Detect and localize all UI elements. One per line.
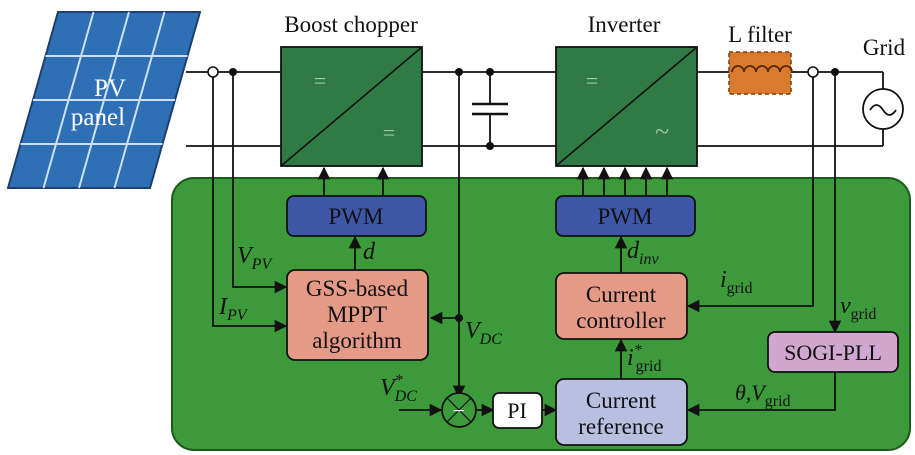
signal-wires [212, 72, 842, 417]
summing-junction: − [441, 392, 477, 428]
title-boost-chopper: Boost chopper [284, 12, 418, 37]
mppt-line2: MPPT [327, 302, 387, 327]
label-igrid: igrid [720, 267, 752, 297]
pv-panel: PV panel [6, 11, 202, 189]
label-dinv: dinv [627, 238, 659, 268]
boost-eq-bottom: = [383, 120, 395, 145]
label-vgrid: vgrid [840, 293, 876, 323]
pv-label-line1: PV [94, 75, 126, 102]
pi-block: PI [492, 392, 543, 429]
label-vdc-ref: V*DC [380, 372, 417, 405]
pwm-inverter-block: PWM [555, 195, 696, 237]
pv-label-line2: panel [71, 104, 125, 131]
mppt-line1: GSS-based [306, 276, 409, 301]
label-ipv: IPV [218, 294, 249, 324]
reference-line1: Current [586, 388, 657, 413]
title-inverter: Inverter [588, 12, 661, 37]
current-reference-block: Current reference [555, 378, 688, 446]
boost-chopper: = = [280, 46, 423, 167]
l-filter [728, 51, 793, 95]
controller-line1: Current [586, 282, 657, 307]
label-vdc: VDC [465, 318, 502, 348]
reference-line2: reference [578, 414, 664, 439]
nodes [207, 66, 839, 322]
inverter-dc-symbol: = [586, 68, 598, 93]
sogi-pll-label: SOGI-PLL [784, 340, 882, 365]
label-igrid-ref: i*grid [627, 342, 661, 375]
title-grid: Grid [863, 35, 906, 60]
label-theta-vgrid: θ,Vgrid [735, 380, 791, 410]
power-wires [186, 71, 884, 147]
inverter: = ~ [555, 46, 698, 167]
label-d: d [363, 239, 376, 265]
boost-eq-top: = [314, 68, 326, 93]
inverter-ac-symbol: ~ [655, 117, 669, 146]
controller-line2: controller [576, 308, 666, 333]
sogi-pll-block: SOGI-PLL [767, 331, 899, 373]
mppt-block: GSS-based MPPT algorithm [286, 269, 429, 361]
grid-source [862, 88, 904, 130]
pwm-boost-label: PWM [329, 204, 384, 229]
current-controller-block: Current controller [555, 272, 688, 340]
pwm-inverter-label: PWM [598, 204, 653, 229]
pi-label: PI [507, 398, 527, 423]
summer-minus-sign: − [453, 398, 465, 423]
label-vpv: VPV [237, 243, 273, 273]
mppt-line3: algorithm [312, 328, 402, 353]
pwm-boost-block: PWM [286, 195, 427, 237]
title-l-filter: L filter [728, 22, 792, 47]
